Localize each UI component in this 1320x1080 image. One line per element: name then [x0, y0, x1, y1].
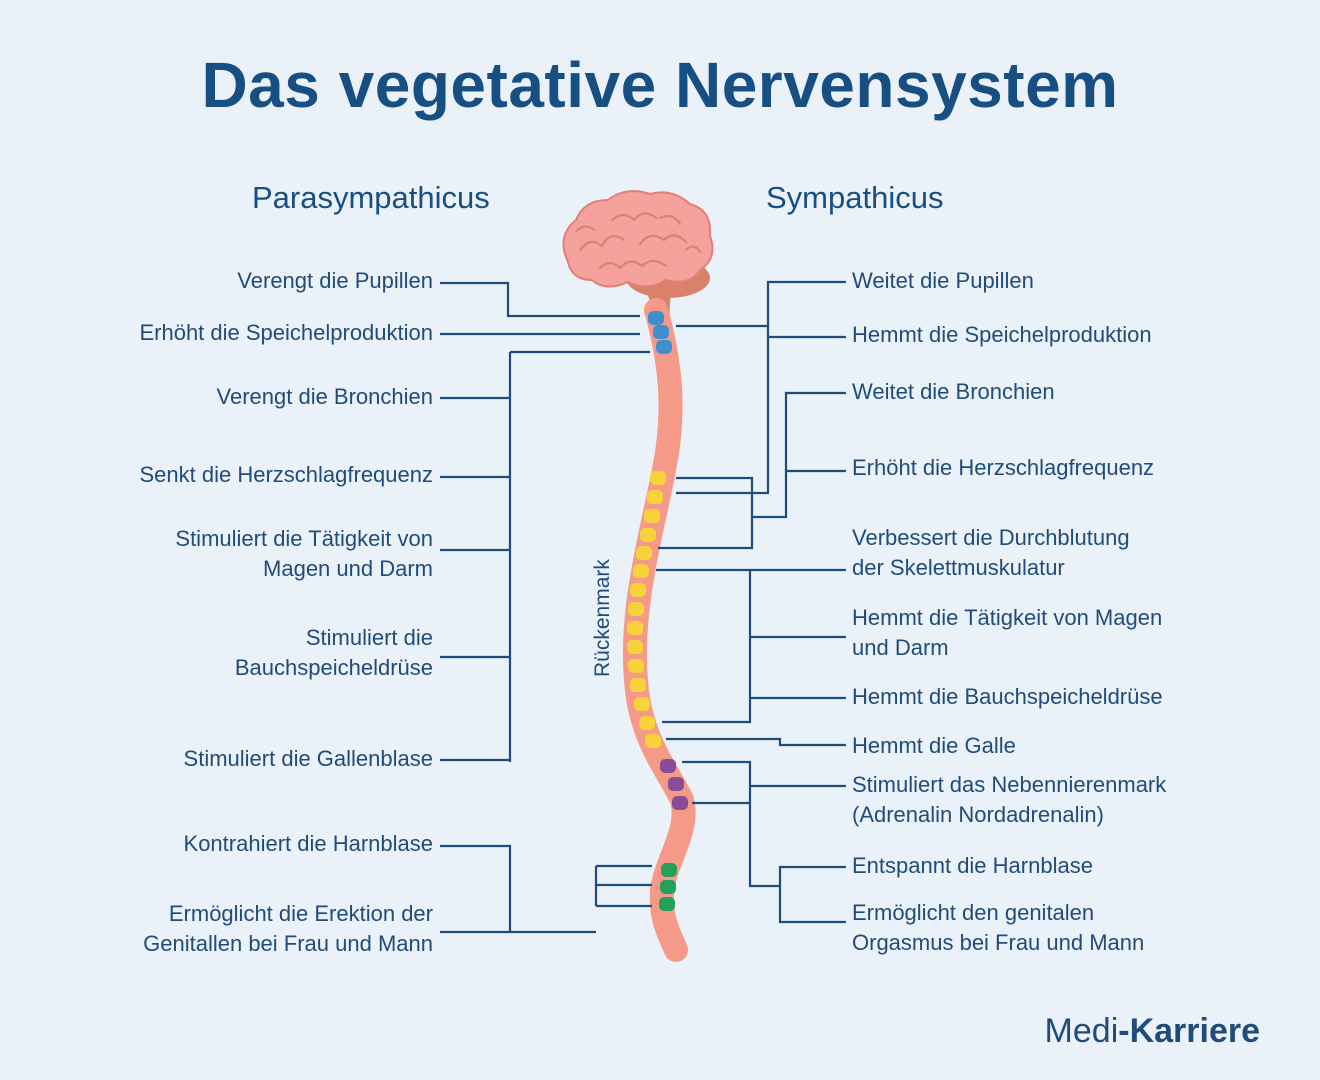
thoracic-vertebra [636, 546, 652, 560]
sym-label-galle: Hemmt die Galle [852, 733, 1016, 758]
connector-line [440, 281, 640, 318]
sacral-vertebra [661, 863, 677, 877]
lumbar-vertebra [672, 796, 688, 810]
sym-label-harnblase: Entspannt die Harnblase [852, 853, 1093, 878]
para-label-speichel: Erhöht die Speichelproduktion [139, 320, 433, 345]
thoracic-vertebra [644, 509, 660, 523]
para-label-pupillen: Verengt die Pupillen [237, 268, 433, 293]
thoracic-vertebra [650, 471, 666, 485]
sacral-vertebra [659, 897, 675, 911]
para-label-harnblase: Kontrahiert die Harnblase [183, 831, 433, 856]
connector-line [658, 476, 754, 550]
connector-line [676, 280, 846, 495]
sym-label-nebennierenmark: Stimuliert das Nebennierenmark(Adrenalin… [852, 772, 1167, 827]
thoracic-vertebra [627, 621, 643, 635]
thoracic-vertebra [645, 734, 661, 748]
sympathicus-heading: Sympathicus [766, 180, 944, 215]
vertebrae [627, 311, 688, 911]
connector-line [662, 568, 846, 724]
para-label-bronchien: Verengt die Bronchien [216, 384, 434, 409]
thoracic-vertebra [630, 678, 646, 692]
lumbar-vertebra [668, 777, 684, 791]
lumbar-vertebra [660, 759, 676, 773]
thoracic-vertebra [640, 528, 656, 542]
connector-line [440, 844, 596, 934]
connector-line [752, 391, 846, 519]
sym-label-pupillen: Weitet die Pupillen [852, 268, 1034, 293]
sym-label-bauchspeicheldruese: Hemmt die Bauchspeicheldrüse [852, 684, 1163, 709]
para-label-gallenblase: Stimuliert die Gallenblase [183, 746, 433, 771]
brain-illustration [562, 190, 714, 318]
medi-karriere-logo: Medi-Karriere [1044, 1012, 1260, 1050]
thoracic-vertebra [628, 659, 644, 673]
thoracic-vertebra [628, 602, 644, 616]
cerebrum [562, 190, 714, 288]
thoracic-vertebra [630, 583, 646, 597]
thoracic-vertebra [627, 640, 643, 654]
spinal-cord-label: Rückenmark [591, 559, 614, 677]
page-title: Das vegetative Nervensystem [201, 49, 1119, 121]
sym-label-bronchien: Weitet die Bronchien [852, 379, 1055, 404]
sym-label-speichel: Hemmt die Speichelproduktion [852, 322, 1152, 347]
connector-line [666, 737, 846, 747]
para-label-herz: Senkt die Herzschlagfrequenz [139, 462, 434, 487]
thoracic-vertebra [634, 697, 650, 711]
connector-lines [440, 280, 846, 934]
parasympathicus-heading: Parasympathicus [252, 180, 490, 215]
thoracic-vertebra [639, 716, 655, 730]
thoracic-vertebra [647, 490, 663, 504]
connector-line [778, 865, 846, 924]
connector-line [682, 760, 780, 888]
cervical-vertebra [656, 340, 672, 354]
brain-folds [574, 212, 702, 270]
sacral-vertebra [660, 880, 676, 894]
thoracic-vertebra [633, 564, 649, 578]
sym-label-herz: Erhöht die Herzschlagfrequenz [852, 455, 1155, 480]
cervical-vertebra [653, 325, 669, 339]
cervical-vertebra [648, 311, 664, 325]
